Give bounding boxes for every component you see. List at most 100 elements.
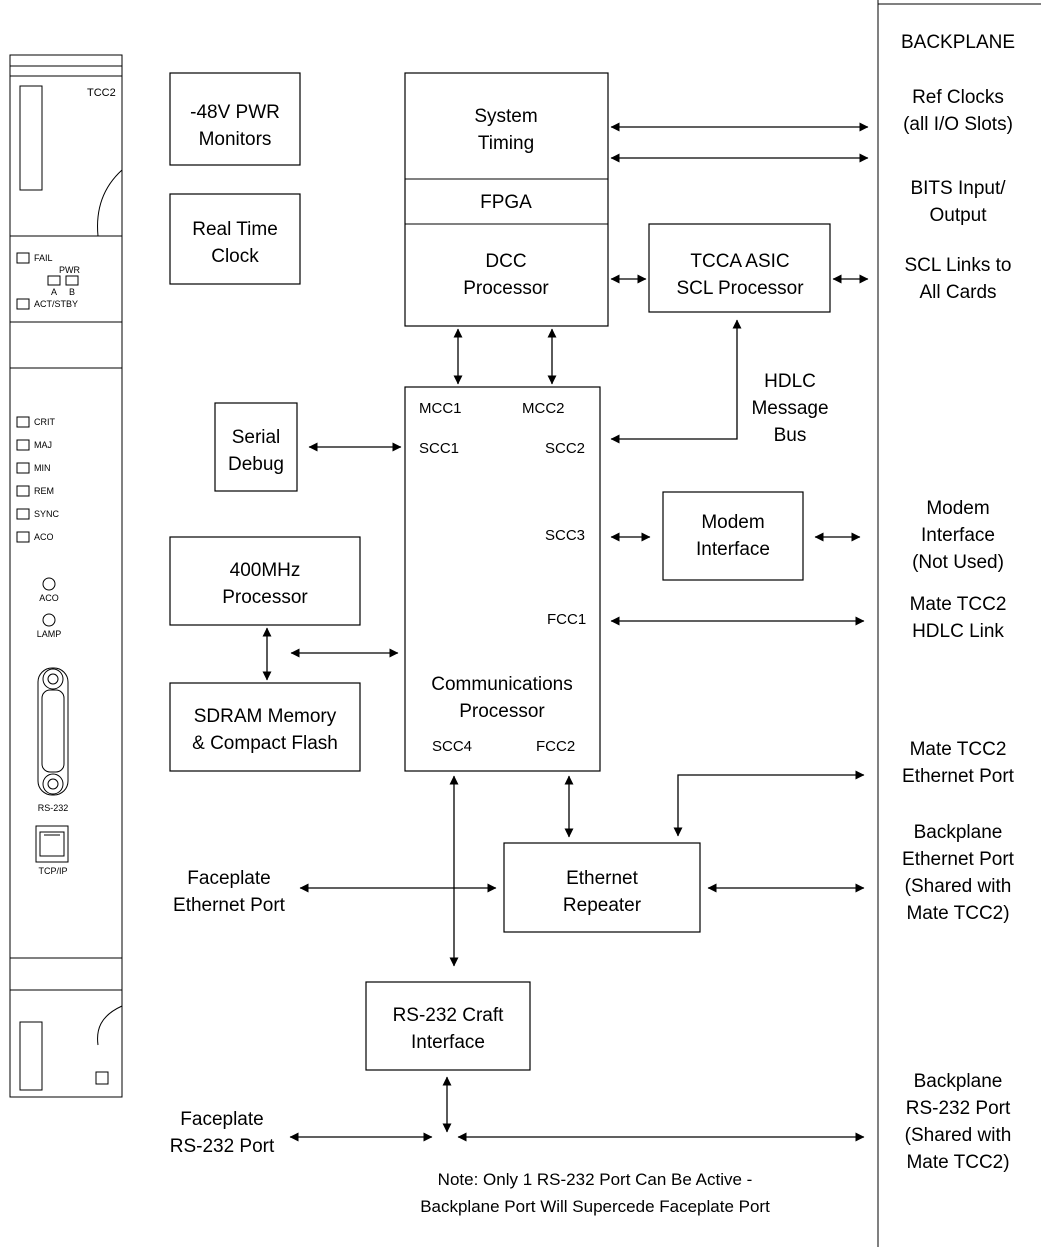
rtc-line2: Clock (211, 246, 259, 267)
timing-fpga-dcc-block (404, 72, 609, 327)
modem-interface-block (662, 491, 804, 581)
pwr-a-label: A (51, 287, 57, 297)
top-ejector-slot (19, 85, 43, 191)
tcca-line1: TCCA ASIC (690, 251, 789, 272)
port-scc3: SCC3 (545, 527, 585, 544)
act-stby-led (16, 298, 30, 310)
crit-led (16, 416, 30, 428)
rtc-line1: Real Time (192, 219, 278, 240)
aco-led-label: ACO (34, 532, 54, 542)
faceplate-ethernet-line2: Ethernet Port (173, 895, 286, 916)
port-scc4: SCC4 (432, 738, 472, 755)
pwr-monitors-line1: -48V PWR (190, 102, 280, 123)
ref-clocks-line1: Ref Clocks (912, 87, 1004, 108)
rtc-block (169, 193, 301, 285)
backplane-border-top (877, 0, 1041, 5)
sync-led-label: SYNC (34, 509, 60, 519)
crit-led-label: CRIT (34, 417, 55, 427)
pwr-a-led (47, 275, 61, 286)
min-led (16, 462, 30, 474)
faceplate-rs232-line1: Faceplate (180, 1109, 263, 1130)
backplane-rs232-line2: RS-232 Port (906, 1098, 1011, 1119)
ethernet-repeater-block (503, 842, 701, 933)
lamp-button-label: LAMP (37, 629, 62, 639)
backplane-ethernet-line4: Mate TCC2) (906, 903, 1009, 924)
backplane-rs232-line4: Mate TCC2) (906, 1152, 1009, 1173)
mate-ethernet-link (673, 770, 865, 837)
comm-processor-line2: Processor (459, 701, 545, 722)
faceplate-rs232-line2: RS-232 Port (170, 1136, 275, 1157)
rs232-craft-line2: Interface (411, 1032, 485, 1053)
dcc-line2: Processor (463, 278, 549, 299)
backplane-ethernet-line2: Ethernet Port (902, 849, 1015, 870)
aco-button (42, 577, 56, 591)
backplane-rs232-line3: (Shared with (905, 1125, 1012, 1146)
comm-processor-line1: Communications (431, 674, 573, 695)
maj-led (16, 439, 30, 451)
hdlc-message-bus (610, 319, 742, 444)
system-timing-line2: Timing (478, 133, 534, 154)
fail-led (16, 252, 30, 264)
backplane-rs232-line1: Backplane (914, 1071, 1003, 1092)
pwr-label: PWR (59, 265, 80, 275)
ethernet-repeater-line2: Repeater (563, 895, 642, 916)
ethernet-repeater-line1: Ethernet (566, 868, 639, 889)
processor-400-line2: Processor (222, 587, 308, 608)
tcca-line2: SCL Processor (676, 278, 804, 299)
mate-hdlc-line2: HDLC Link (912, 621, 1004, 642)
tcpip-jack-label: TCP/IP (38, 866, 67, 876)
connectors (262, 122, 869, 1142)
serial-debug-line1: Serial (232, 427, 281, 448)
modem-interface-line2: Interface (921, 525, 995, 546)
scl-links-line2: All Cards (919, 282, 996, 303)
serial-debug-line2: Debug (228, 454, 284, 475)
pwr-monitors-block (169, 72, 301, 166)
tcpip-jack (35, 825, 69, 863)
pwr-b-led (65, 275, 79, 286)
bits-line2: Output (929, 205, 987, 226)
tcc2-faceplate: TCC2 FAIL PWR A B ACT/STBY CRIT MAJ MIN … (9, 54, 123, 1098)
port-mcc1: MCC1 (419, 400, 462, 417)
processor-400-line1: 400MHz (230, 560, 301, 581)
modem-interface-line1: Modem (926, 498, 989, 519)
communications-processor-block (404, 386, 601, 772)
mate-ethernet-line2: Ethernet Port (902, 766, 1015, 787)
note-line1: Note: Only 1 RS-232 Port Can Be Active - (438, 1170, 753, 1189)
modem-line2: Interface (696, 539, 770, 560)
sdram-block (169, 682, 361, 772)
port-scc2: SCC2 (545, 440, 585, 457)
hdlc-bus-line1: HDLC (764, 371, 816, 392)
pwr-b-label: B (69, 287, 75, 297)
port-scc1: SCC1 (419, 440, 459, 457)
backplane-ethernet-line1: Backplane (914, 822, 1003, 843)
hdlc-bus-line3: Bus (774, 425, 807, 446)
lamp-button (42, 613, 56, 627)
serial-debug-block (214, 402, 298, 492)
modem-line1: Modem (701, 512, 764, 533)
act-stby-label: ACT/STBY (34, 299, 78, 309)
dcc-line1: DCC (485, 251, 526, 272)
min-led-label: MIN (34, 463, 51, 473)
rs232-connector (37, 667, 69, 796)
pwr-monitors-line2: Monitors (199, 129, 272, 150)
modem-interface-line3: (Not Used) (912, 552, 1004, 573)
faceplate-outline (9, 54, 123, 1098)
tcca-asic-block (648, 223, 831, 313)
mate-ethernet-line1: Mate TCC2 (910, 739, 1007, 760)
card-name: TCC2 (87, 87, 116, 99)
bits-line1: BITS Input/ (910, 178, 1006, 199)
port-mcc2: MCC2 (522, 400, 565, 417)
processor-400mhz-block (169, 536, 361, 626)
rs232-craft-line1: RS-232 Craft (393, 1005, 505, 1026)
ref-clocks-line2: (all I/O Slots) (903, 114, 1013, 135)
rem-led-label: REM (34, 486, 54, 496)
sync-led (16, 508, 30, 520)
aco-led (16, 531, 30, 543)
port-fcc2: FCC2 (536, 738, 575, 755)
rs232-connector-label: RS-232 (38, 803, 69, 813)
fail-led-label: FAIL (34, 253, 53, 263)
scl-links-line1: SCL Links to (904, 255, 1011, 276)
system-timing-line1: System (474, 106, 537, 127)
